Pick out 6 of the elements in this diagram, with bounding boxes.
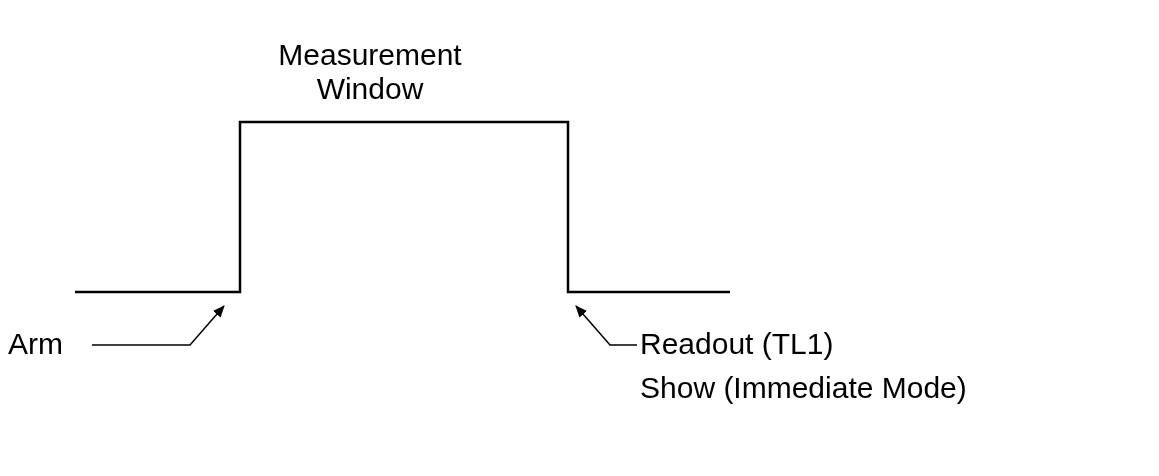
leader-line [575,305,638,346]
leader-line [91,305,225,346]
signal-label: Show (Immediate Mode) [640,370,967,406]
signal-label: Arm [8,326,63,362]
waveform-label: Measurement Window [277,38,463,106]
signal-label: Readout (TL1) [640,326,834,362]
